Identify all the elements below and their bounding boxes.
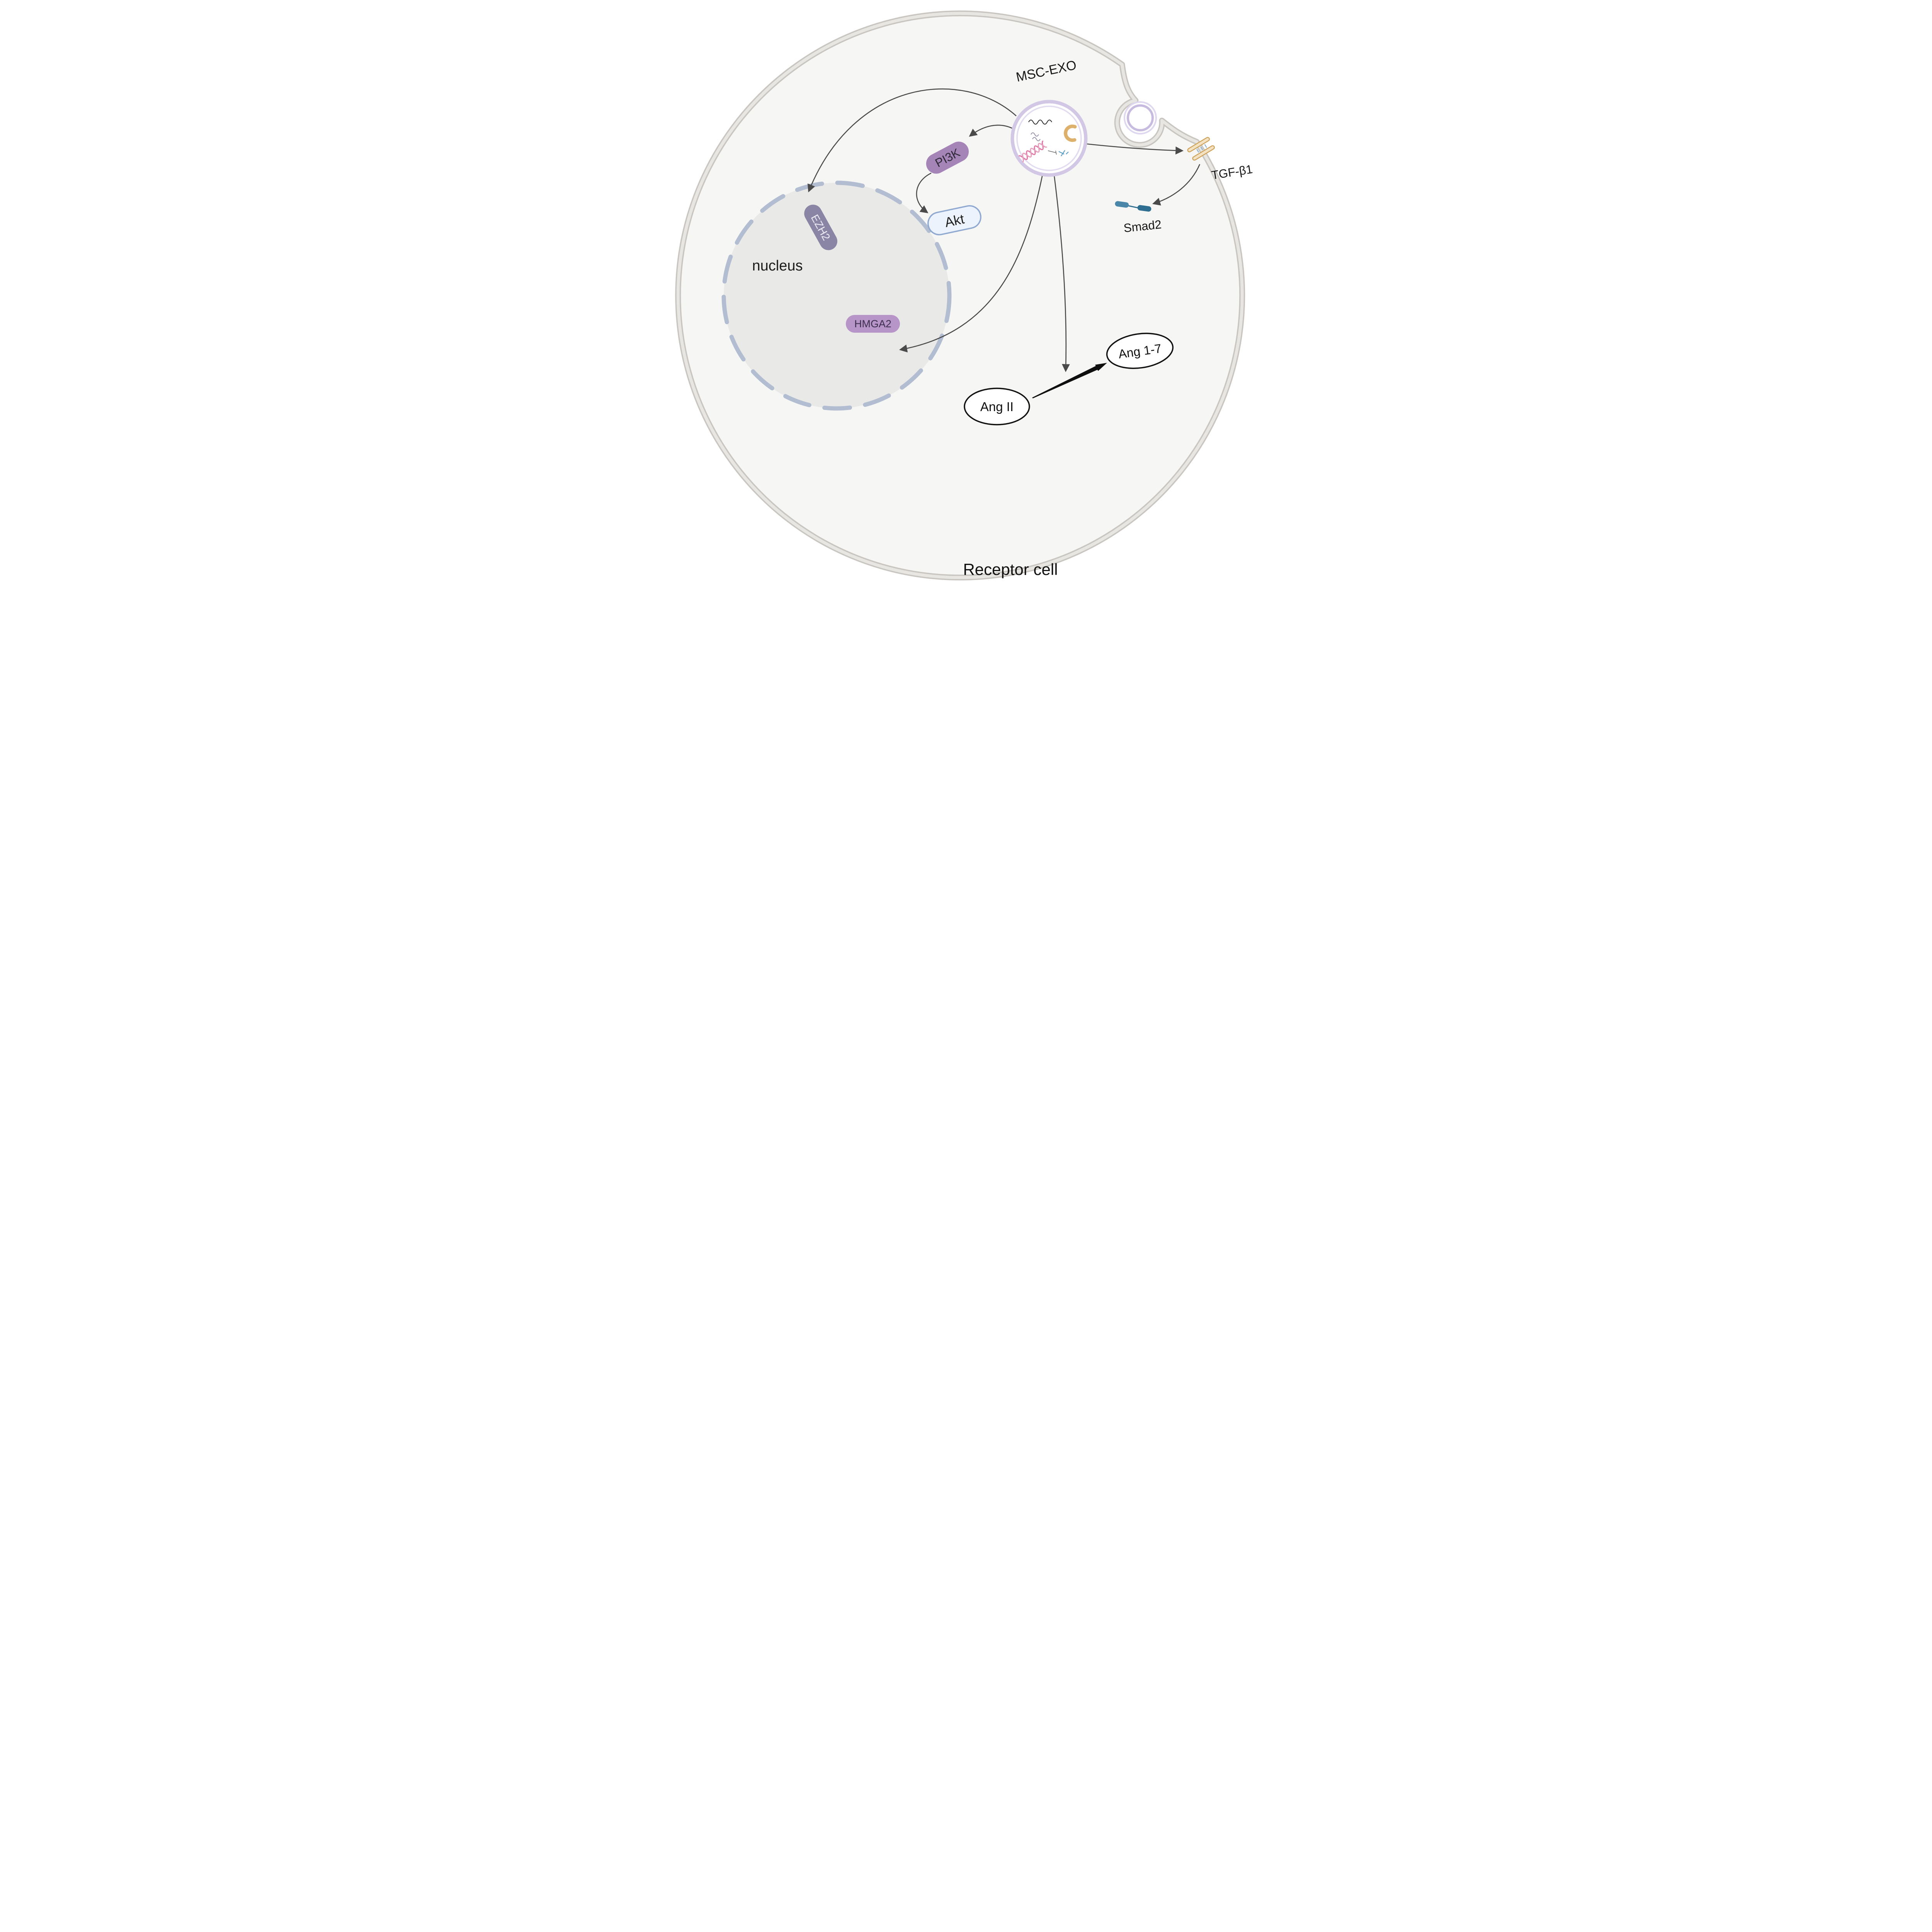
- akt-node: Akt: [927, 205, 981, 236]
- ang-1-7-ellipse: [1106, 333, 1174, 369]
- mrna-marks-icon: [1058, 150, 1069, 156]
- ezh2-pill: [804, 204, 838, 250]
- tgfb1-receptor-icon: [1187, 137, 1215, 161]
- ang-ii-label: Ang II: [980, 400, 1014, 414]
- hmga2-pill: [846, 315, 900, 333]
- pi3k-node: PI3K: [926, 141, 969, 174]
- nucleus-label: nucleus: [752, 258, 803, 274]
- protein-crescent-icon: [1064, 124, 1077, 142]
- mirna-squiggle-icon: [1031, 132, 1041, 141]
- receptor-cell-body: [675, 10, 1245, 581]
- ang-ii-ellipse: [964, 388, 1030, 425]
- nucleus-circle: [721, 180, 952, 411]
- hmga2-label: HMGA2: [854, 318, 891, 330]
- exosome-inner-ring: [1016, 105, 1082, 171]
- rna-wavy-line-icon: [1028, 119, 1052, 125]
- arrow-tgfb1-to-smad2: [1152, 164, 1201, 206]
- exosome: [1010, 100, 1088, 177]
- nucleus: nucleus: [721, 180, 952, 411]
- ang-ii-node: Ang II: [964, 388, 1030, 425]
- ang-1-7-node: Ang 1-7: [1106, 333, 1174, 369]
- inhibition-line-icon: [1048, 150, 1057, 155]
- endocytic-vesicle: [1124, 101, 1157, 134]
- dna-helix-icon: [1019, 140, 1047, 163]
- arrow-exosome-to-nucleus: [899, 174, 1043, 353]
- receptor-cell-label: Receptor cell: [963, 560, 1058, 578]
- arrow-pi3k-to-akt: [916, 172, 932, 213]
- arrow-exosome-to-tgfb1: [1085, 143, 1184, 155]
- tgfb1-label: TGF-β1: [1211, 162, 1254, 182]
- signal-arrows: [807, 88, 1201, 372]
- arrow-angii-to-ang17: [1032, 363, 1107, 398]
- pathway-diagram: nucleus: [661, 0, 1271, 589]
- arrow-exosome-to-pi3k: [969, 124, 1014, 137]
- pi3k-pill: [926, 141, 969, 174]
- akt-pill: [927, 205, 981, 236]
- cell-membrane-inner: [676, 12, 1244, 579]
- vesicle-inner-ring: [1127, 104, 1154, 131]
- hmga2-node: HMGA2: [846, 315, 900, 333]
- smad2-icon: [1115, 201, 1151, 212]
- arrow-exosome-to-ang-conversion: [1053, 174, 1070, 372]
- arrow-exosome-to-ezh2: [807, 88, 1017, 192]
